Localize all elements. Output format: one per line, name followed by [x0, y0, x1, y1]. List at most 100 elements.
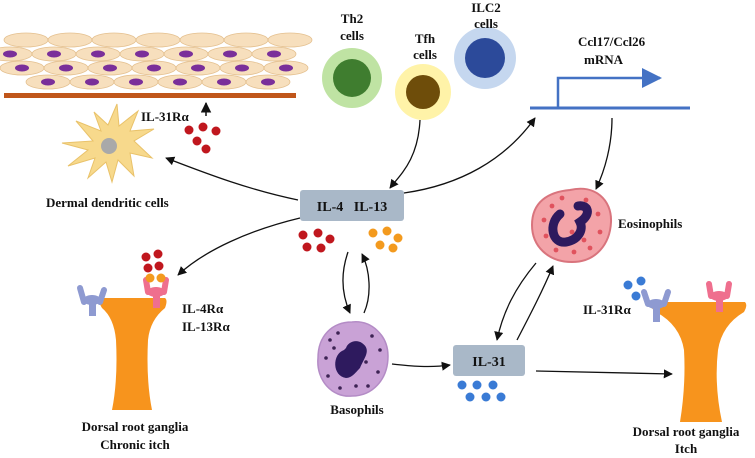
il13-dots — [368, 226, 403, 253]
th2-cell-icon — [322, 48, 382, 108]
il31ra-top-dots — [184, 122, 221, 154]
eosinophil-granule — [553, 247, 559, 253]
mrna-label-line2: mRNA — [584, 52, 624, 67]
pathway-arrows — [165, 117, 673, 379]
il31-box — [453, 345, 525, 376]
ilc2-label-line1: ILC2 — [471, 0, 501, 15]
keratinocyte-nucleus — [235, 64, 249, 72]
receptor-right-pink-icon — [706, 281, 732, 312]
drg-right-label-line2: Itch — [675, 441, 698, 456]
eosinophil-granule — [569, 229, 575, 235]
keratinocyte-nucleus — [279, 64, 293, 72]
keratinocyte-nucleus — [47, 50, 61, 58]
keratinocyte-nucleus — [129, 78, 143, 86]
eosinophil-granule — [541, 217, 547, 223]
il31-label: IL-31 — [472, 355, 505, 370]
keratinocyte-cell — [135, 32, 181, 48]
basophils-label: Basophils — [330, 402, 383, 417]
keratinocyte-nucleus — [15, 64, 29, 72]
basophil-granule — [354, 384, 358, 388]
arrow-mrna-to-eosinophils — [595, 117, 613, 190]
il4-il13-label: IL-4 IL-13 — [317, 200, 387, 215]
neuron-right-icon — [649, 302, 747, 422]
keratinocyte-nucleus — [179, 50, 193, 58]
arrow-il31-to-eosinophil — [516, 265, 555, 341]
th2-label-line2: cells — [340, 28, 364, 43]
eosinophil-granule — [597, 229, 603, 235]
eosinophil-granule — [595, 211, 601, 217]
keratinocyte-nucleus — [59, 64, 73, 72]
drg-left-label-line1: Dorsal root ganglia — [82, 419, 189, 434]
tfh-cell-icon — [395, 64, 451, 120]
arrow-tfh-to-cytokines — [389, 119, 421, 189]
il31ra-right-dots — [623, 276, 646, 301]
keratinocyte-nucleus — [217, 78, 231, 86]
receptor-left-dots — [141, 249, 166, 283]
keratinocyte-nucleus — [3, 50, 17, 58]
drg-right-label-line1: Dorsal root ganglia — [633, 424, 740, 439]
basophil-granule — [338, 386, 342, 390]
keratinocyte-cell — [179, 32, 225, 48]
eosinophils-label: Eosinophils — [618, 216, 682, 231]
arrow-cytokines-to-mrna — [403, 117, 536, 194]
eosinophil-icon — [530, 187, 613, 264]
arrow-eosinophil-to-il31 — [494, 262, 537, 341]
arrow-basophil-to-il31 — [391, 361, 451, 371]
basophil-icon — [317, 321, 389, 397]
keratinocyte-nucleus — [85, 78, 99, 86]
keratinocyte-nucleus — [147, 64, 161, 72]
il31ra-right-label: IL-31Rα — [583, 302, 631, 317]
arrow-basophil-to-cytokines — [361, 253, 370, 314]
ilc2-label-line2: cells — [474, 16, 498, 31]
eosinophil-granule — [559, 195, 565, 201]
il31-dots — [457, 380, 506, 402]
eosinophil-granule — [587, 245, 593, 251]
keratinocyte-nucleus — [41, 78, 55, 86]
ddc-label: Dermal dendritic cells — [46, 195, 169, 210]
eosinophil-granule — [583, 197, 589, 203]
tfh-label-line2: cells — [413, 47, 437, 62]
keratinocyte-nucleus — [267, 50, 281, 58]
keratinocyte-cell — [3, 32, 49, 48]
eosinophil-granule — [581, 237, 587, 243]
keratinocyte-cell — [91, 32, 137, 48]
eosinophil-granule — [571, 249, 577, 255]
basophil-granule — [336, 331, 340, 335]
arrow-cytokines-to-neuron-left — [177, 217, 301, 276]
eosinophil-granule — [549, 203, 555, 209]
basophil-granule — [370, 334, 374, 338]
il4-il13-box — [300, 190, 404, 221]
basophil-granule — [376, 370, 380, 374]
keratinocyte-nucleus — [173, 78, 187, 86]
dendritic-cell-icon — [61, 103, 155, 184]
il4-dots — [298, 228, 335, 253]
ilc2-cell-icon — [454, 27, 516, 89]
basophil-granule — [326, 374, 330, 378]
receptor-right-blue-icon — [641, 289, 671, 322]
keratinocyte-nucleus — [261, 78, 275, 86]
basophil-granule — [328, 338, 332, 342]
keratinocyte-nucleus — [223, 50, 237, 58]
keratinocyte-cell — [47, 32, 93, 48]
th2-label-line1: Th2 — [341, 11, 363, 26]
receptor-left-pink-icon — [143, 277, 169, 308]
basophil-granule — [378, 348, 382, 352]
receptors-left-label-line2: IL-13Rα — [182, 319, 230, 334]
eosinophil-granule — [543, 233, 549, 239]
keratinocyte-nucleus — [135, 50, 149, 58]
basophil-granule — [332, 346, 336, 350]
basophil-granule — [366, 384, 370, 388]
il31ra-top-label: IL-31Rα — [141, 109, 189, 124]
keratinocyte-nucleus — [103, 64, 117, 72]
drg-left-label-line2: Chronic itch — [100, 437, 170, 452]
arrow-cytokines-to-ddc — [165, 156, 299, 201]
promoter-icon — [530, 68, 690, 110]
epidermis-icon — [0, 32, 313, 98]
mrna-label-line1: Ccl17/Ccl26 — [578, 34, 646, 49]
basophil-granule — [364, 360, 368, 364]
receptors-left-label-line1: IL-4Rα — [182, 301, 224, 316]
basophil-granule — [324, 356, 328, 360]
neuron-left-icon — [99, 298, 167, 410]
arrow-il31-to-neuron-right — [535, 369, 673, 379]
